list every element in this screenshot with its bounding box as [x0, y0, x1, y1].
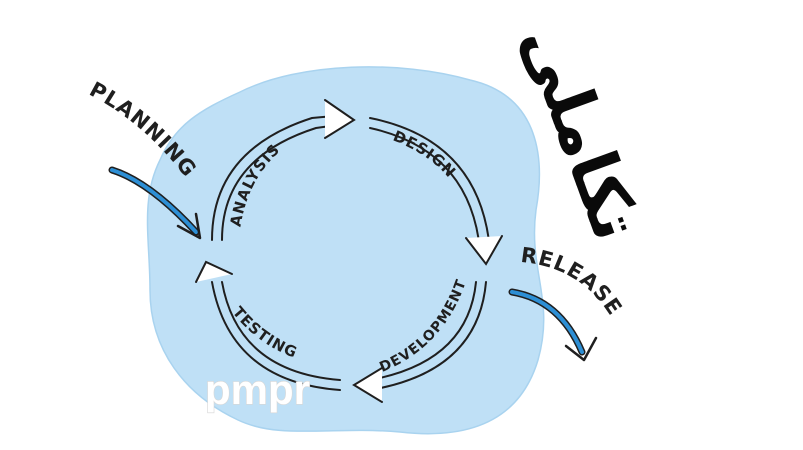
release-arrow: [508, 288, 598, 362]
arrow-analysis-to-design: [211, 114, 346, 241]
planning-arrow: [108, 166, 202, 240]
arrowhead-design: [324, 99, 356, 139]
arrow-development-to-testing: [369, 281, 487, 391]
arrowhead-analysis: [195, 260, 233, 283]
arrow-testing-to-analysis: [211, 281, 341, 391]
arrowhead-development: [465, 235, 503, 266]
cycle-ring: [195, 99, 503, 403]
blob-background: [146, 66, 545, 435]
watermark: pmpr: [205, 366, 310, 413]
arrowhead-testing: [352, 367, 383, 403]
arrow-design-to-development: [369, 117, 491, 251]
